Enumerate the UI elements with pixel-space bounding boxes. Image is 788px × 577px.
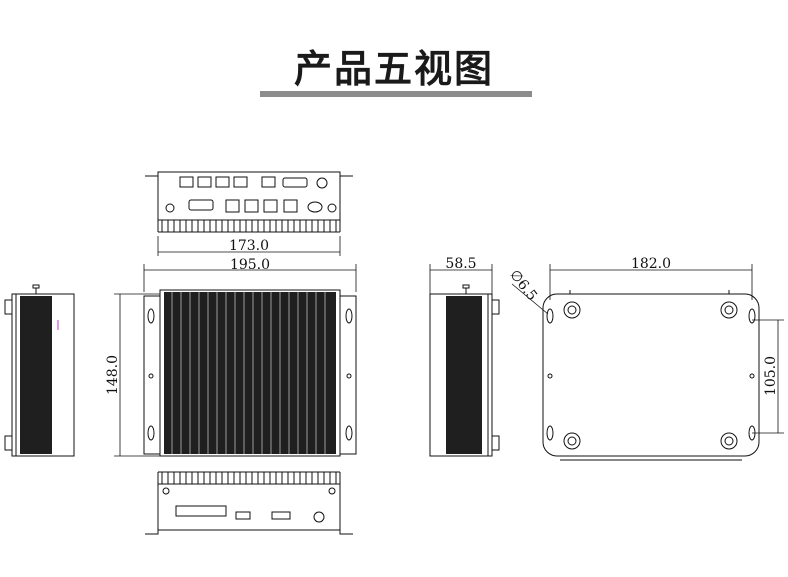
right-side-fins xyxy=(446,296,482,454)
top-view xyxy=(145,171,353,233)
title-underline xyxy=(260,91,532,97)
top-view-fins xyxy=(158,220,340,233)
bottom-view xyxy=(542,290,760,461)
dim-side-depth: 58.5 xyxy=(445,256,476,272)
dim-front-width: 195.0 xyxy=(230,257,270,273)
dim-top-width: 173.0 xyxy=(229,238,269,254)
right-side-view xyxy=(429,284,500,457)
left-side-view xyxy=(4,284,75,457)
dim-bottom-width: 182.0 xyxy=(631,256,671,272)
dim-hole-diameter: ∅6.5 xyxy=(506,267,540,304)
page-title: 产品五视图 xyxy=(293,47,494,91)
rear-view xyxy=(145,471,353,535)
dim-front-height: 148.0 xyxy=(105,355,121,395)
left-side-fins xyxy=(20,296,52,454)
dimension-lines xyxy=(114,236,784,457)
dim-bottom-height: 105.0 xyxy=(763,356,779,396)
front-view xyxy=(143,289,357,457)
